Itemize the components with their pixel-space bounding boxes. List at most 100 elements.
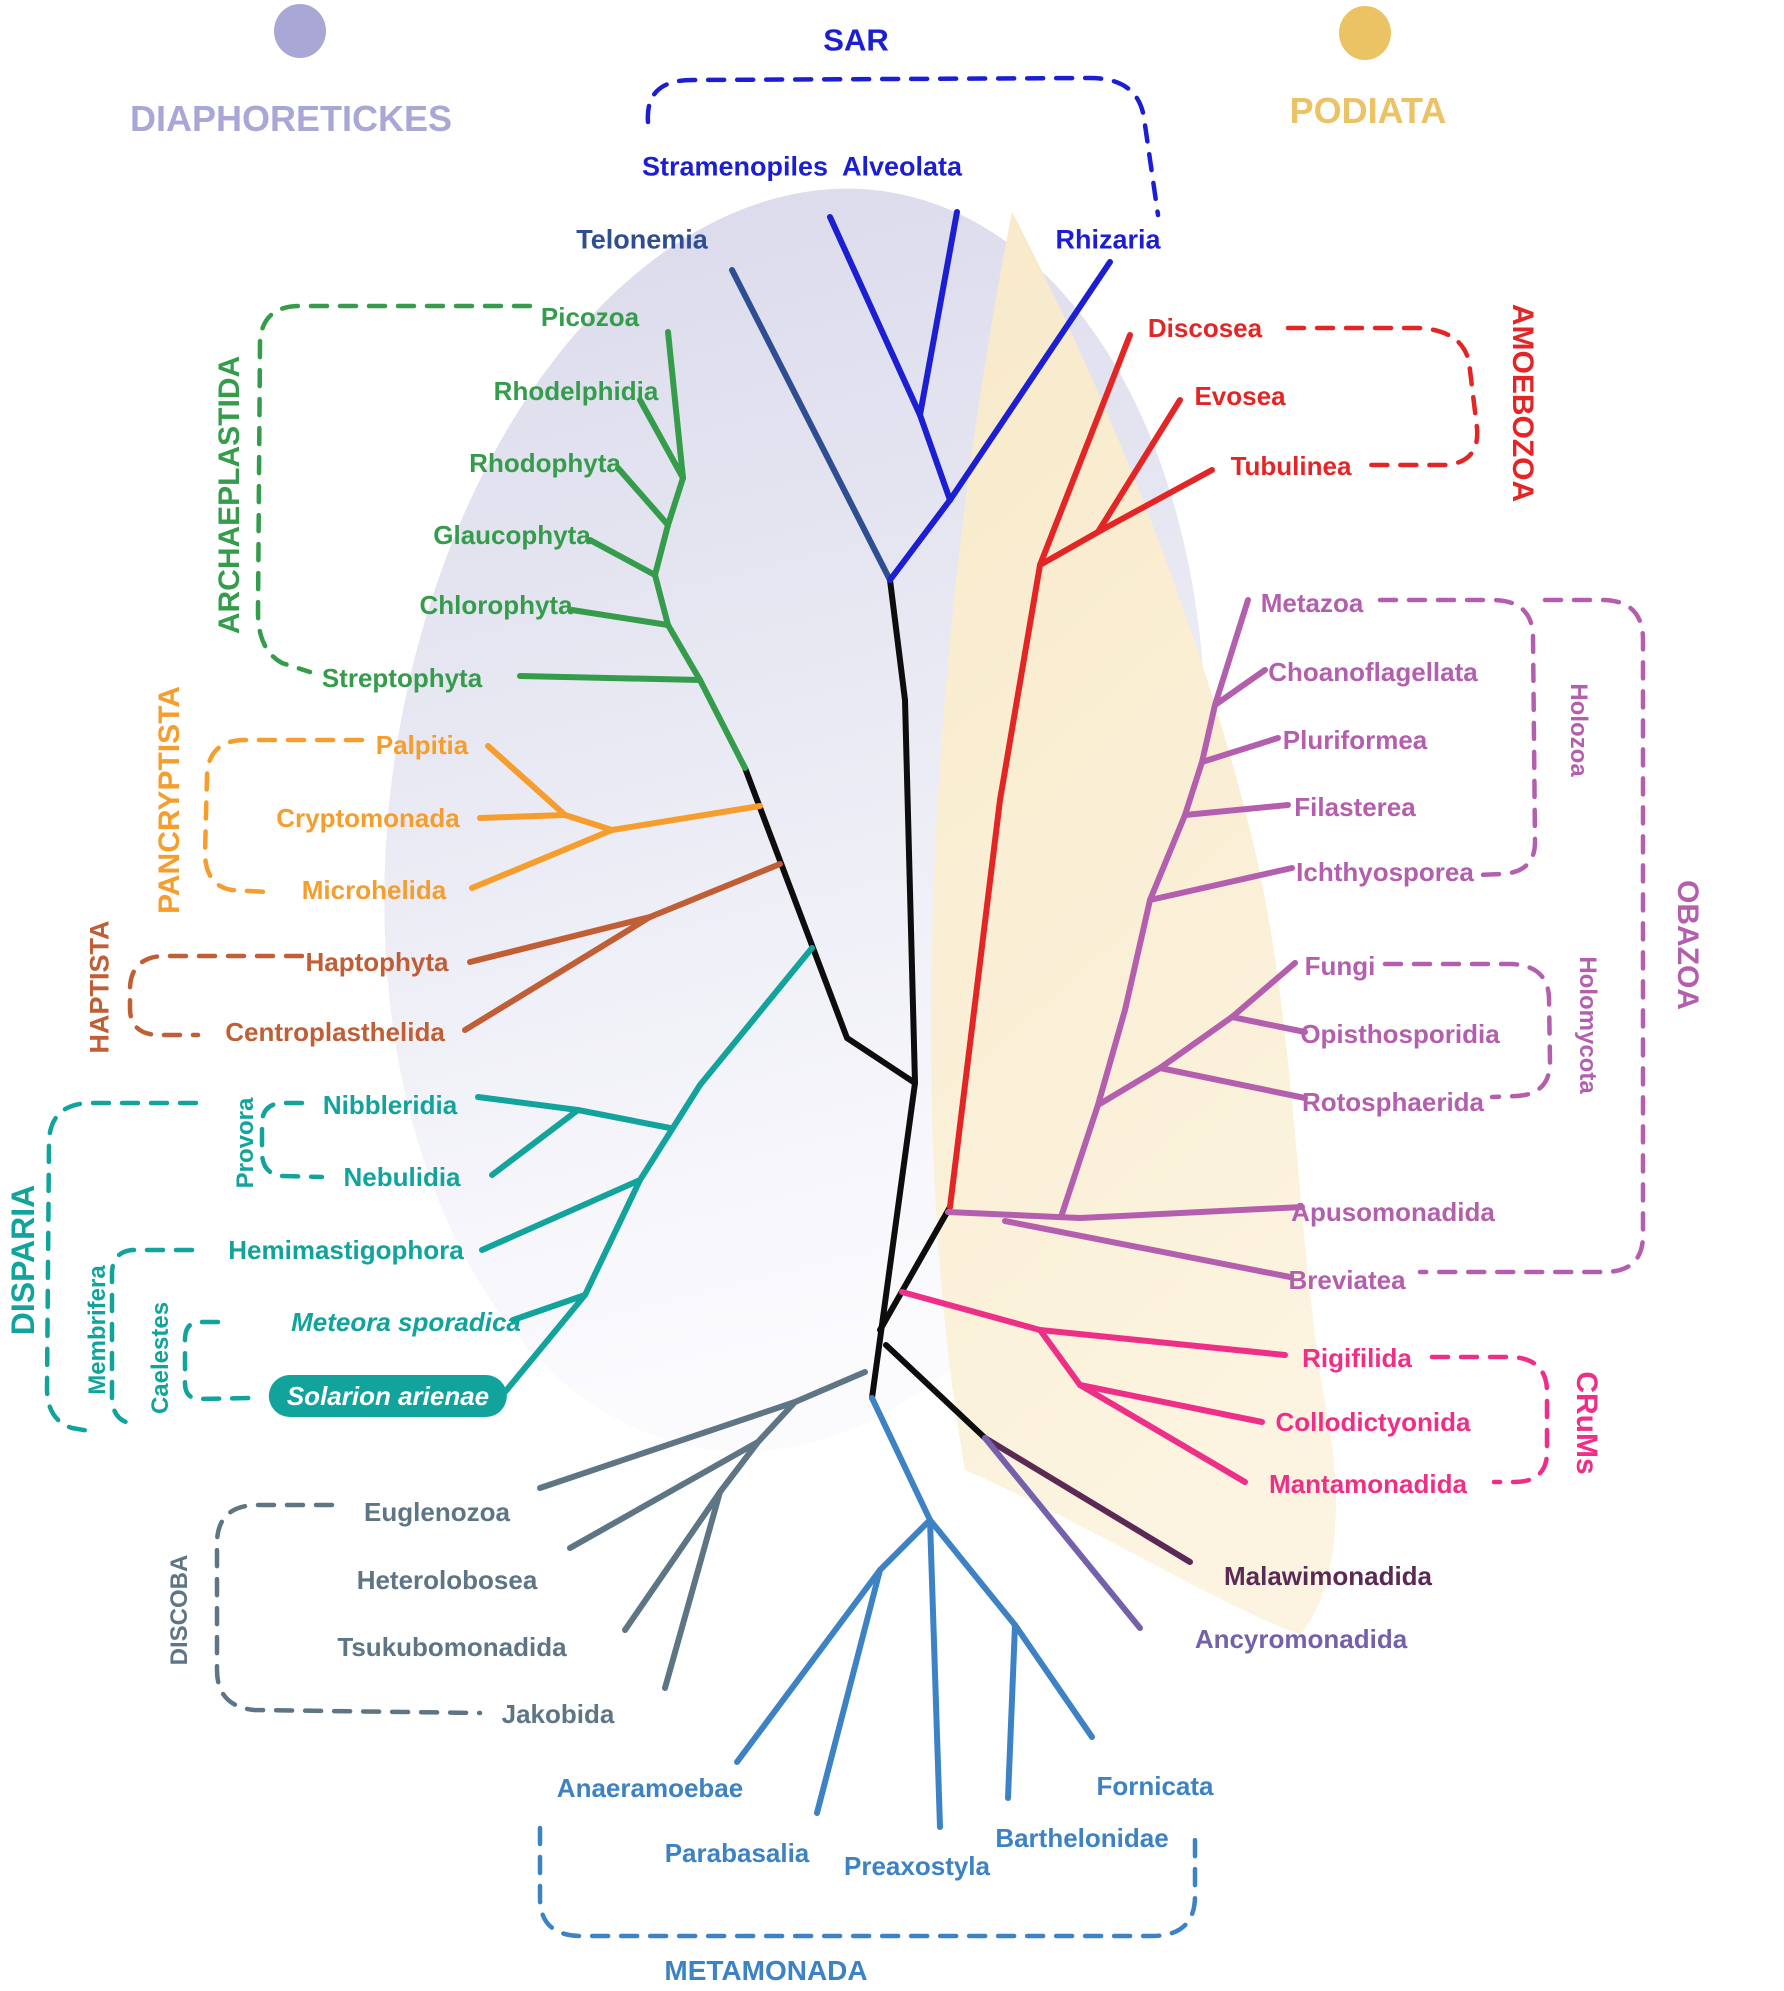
crums-sub (1037, 1327, 1083, 1388)
mantamonadida-branch (1077, 1382, 1248, 1485)
label-centroplasthelida: Centroplasthelida (225, 1017, 445, 1047)
obazoa-trunk (1059, 897, 1153, 1217)
parabasalia-branch (814, 1567, 883, 1816)
label-archaeplastida: ARCHAEPLASTIDA (213, 355, 246, 635)
label-preaxostyla: Preaxostyla (844, 1851, 990, 1881)
barthelonidae-branch (1005, 1622, 1018, 1801)
label-discosea: Discosea (1147, 313, 1263, 343)
alveolata-branch (917, 209, 960, 418)
pancryptista-bracket (202, 737, 365, 895)
label-podiata: PODIATA (1289, 90, 1447, 131)
cryptomonada-branch (477, 812, 568, 821)
group-brackets (44, 75, 1646, 1939)
label-rotosphaerida: Rotosphaerida (1301, 1087, 1485, 1117)
label-nibbleridia: Nibbleridia (322, 1090, 458, 1120)
hemimastigophora-branch (479, 1177, 643, 1253)
label-stramenopiles: Stramenopiles (641, 151, 829, 182)
pluriformea-branch (1199, 735, 1281, 765)
rhizaria-branch (947, 259, 1113, 503)
caelestes-bracket (182, 1319, 253, 1402)
podiata-blob (930, 212, 1336, 1635)
holomycota-sub (1157, 1014, 1235, 1071)
label-jakobida: Jakobida (501, 1699, 615, 1729)
filasterea-branch (1182, 802, 1291, 818)
label-opisthosporidia: Opisthosporidia (1300, 1019, 1500, 1049)
provora-bracket (259, 1100, 325, 1180)
chlorophyta-branch (569, 607, 671, 628)
label-amoebozoa: AMOEBOZOA (1506, 303, 1539, 503)
membrifera-bracket (109, 1247, 195, 1426)
label-alveolata: Alveolata (841, 151, 963, 182)
apusomonadida-branch (945, 1204, 1305, 1221)
rhodophyta-branch (615, 465, 671, 528)
discoba-bracket (214, 1502, 483, 1716)
label-pluriformea: Pluriformea (1282, 725, 1428, 755)
breviatea-branch (1002, 1218, 1293, 1280)
tubulinea-branch (1095, 467, 1215, 535)
label-chlorophyta: Chlorophyta (419, 590, 573, 620)
black-spine (869, 1080, 918, 1401)
label-crums: CRuMs (1570, 1371, 1603, 1475)
collodictyonida-branch (1077, 1382, 1265, 1425)
metamonada-left-stem (877, 1517, 933, 1573)
disparia-bracket (44, 1100, 199, 1435)
telonemia-branch (729, 267, 893, 583)
holozoa-chain (1147, 702, 1218, 903)
glaucophyta-branch (587, 537, 658, 578)
archaeplastida-bracket (255, 303, 533, 675)
label-barthelonidae: Barthelonidae (995, 1823, 1169, 1853)
heterolobosea-branch (567, 1439, 761, 1551)
orange-trunk (609, 803, 763, 833)
rhodelphidia-branch (637, 397, 686, 481)
label-euglenozoa: Euglenozoa (364, 1497, 510, 1527)
label-apusomonadida: Apusomonadida (1291, 1197, 1495, 1227)
fornicata-branch (1012, 1622, 1095, 1740)
label-rigifilida: Rigifilida (1302, 1343, 1412, 1373)
label-ancyromonadida: Ancyromonadida (1194, 1624, 1408, 1654)
label-holomycota: Holomycota (1574, 956, 1601, 1094)
label-anaeramoebae: Anaeramoebae (556, 1773, 744, 1803)
haptophyta-branch (467, 914, 653, 965)
haptista-trunk (647, 861, 783, 920)
label-hemimastigophora: Hemimastigophora (228, 1235, 464, 1265)
red-trunk (947, 562, 1043, 1210)
meteora-branch (510, 1292, 588, 1323)
label-telonemia: Telonemia (576, 224, 708, 255)
euglenozoa-branch (537, 1399, 798, 1491)
microhelida-branch (469, 827, 615, 891)
sar-bracket (645, 75, 1161, 218)
green-chain (652, 475, 748, 771)
label-breviatea: Breviatea (1288, 1265, 1406, 1295)
amoebozoa-bracket (1285, 325, 1480, 468)
metamonada-stem (869, 1395, 933, 1523)
holomycota-stem (1095, 1065, 1163, 1108)
label-parabasalia: Parabasalia (664, 1838, 810, 1868)
label-mantamonadida: Mantamonadida (1269, 1469, 1467, 1499)
legend-dots (274, 4, 1391, 60)
nibbleridia-branch (475, 1094, 581, 1113)
metamonada-bracket (537, 1825, 1198, 1939)
label-streptophyta: Streptophyta (321, 663, 483, 693)
label-metazoa: Metazoa (1260, 588, 1364, 618)
fungi-branch (1229, 960, 1298, 1020)
label-haptista: HAPTISTA (84, 920, 115, 1054)
label-diaphoretickes: DIAPHORETICKES (129, 98, 453, 139)
label-solarion: Solarion arienae (268, 1375, 508, 1417)
label-picozoa: Picozoa (540, 302, 640, 332)
label-filasterea: Filasterea (1294, 792, 1416, 822)
label-malawimonadida: Malawimonadida (1223, 1561, 1433, 1591)
label-disparia: DISPARIA (5, 1184, 41, 1336)
label-meteora: Meteora sporadica (291, 1307, 521, 1337)
holomycota-bracket (1382, 961, 1553, 1100)
label-rhizaria: Rhizaria (1055, 224, 1161, 255)
sar-stem2 (887, 497, 953, 583)
label-obazoa: OBAZOA (1671, 880, 1704, 1010)
label-sar: SAR (823, 22, 889, 58)
tree-branches (462, 209, 1308, 1830)
preaxostyla-branch (927, 1517, 943, 1830)
label-microhelida: Microhelida (301, 875, 447, 905)
anaeramoebae-branch (734, 1567, 883, 1765)
label-discoba: DISCOBA (166, 1554, 193, 1666)
